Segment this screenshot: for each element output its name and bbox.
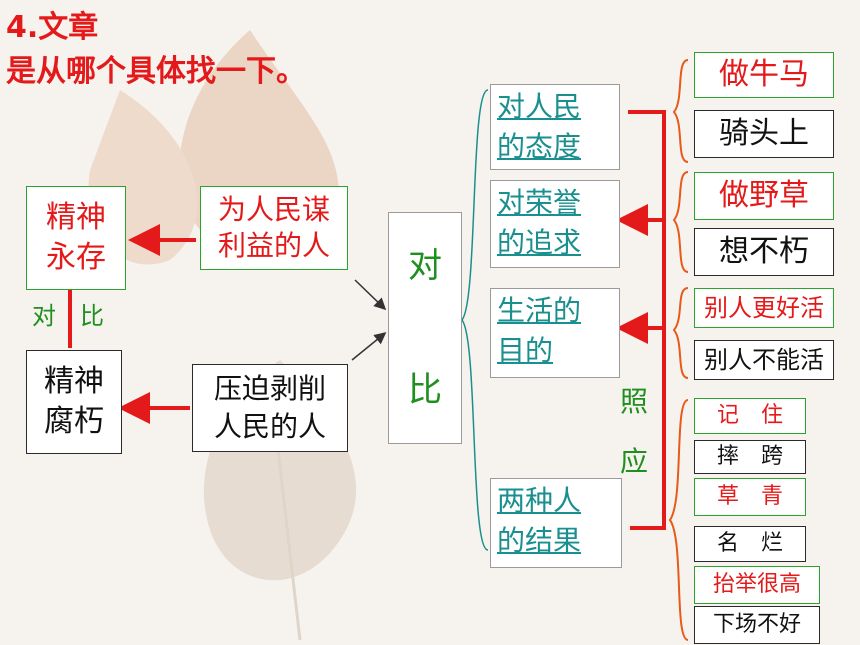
echo-bracket — [628, 110, 666, 530]
topic-results-line-2: 的结果 — [497, 524, 582, 557]
good-person-line-2: 利益的人 — [217, 229, 330, 262]
topic-honor-line-2: 的追求 — [497, 226, 582, 259]
good-result-line-1: 精神 — [46, 200, 106, 235]
arrow-into-center-upper — [354, 279, 387, 311]
brace-life — [672, 287, 689, 379]
bad-person-line-1: 压迫剥削 — [213, 372, 326, 405]
brace-honor — [672, 171, 689, 273]
good-result-line-2: 永存 — [46, 240, 106, 275]
honor-bad-box: 想不朽 — [694, 228, 834, 276]
heading-line-1: 4.文章 — [6, 10, 99, 45]
good-result-box: 精神 永存 — [26, 186, 126, 290]
topic-life-line-1: 生活的 — [497, 294, 582, 327]
topic-attitude-line-1: 对人民 — [497, 90, 582, 123]
life-good-box: 别人更好活 — [694, 288, 834, 328]
heading-line-2: 是从哪个具体找一下。 — [6, 54, 306, 89]
good-person-box: 为人民谋 利益的人 — [200, 186, 348, 270]
bad-result-box: 精神 腐朽 — [26, 350, 122, 454]
result-good-box-3: 抬举很高 — [694, 566, 820, 604]
topic-life-purpose[interactable]: 生活的 目的 — [490, 288, 620, 378]
center-brace — [461, 89, 489, 551]
topic-attitude[interactable]: 对人民 的态度 — [490, 84, 620, 170]
brace-results — [668, 399, 689, 641]
center-label-bottom: 比 — [408, 370, 442, 410]
attitude-bad-box: 骑头上 — [694, 110, 834, 158]
echo-label-bottom: 应 — [620, 445, 649, 478]
arrow-into-center-lower — [351, 332, 387, 361]
heading: 4.文章 是从哪个具体找一下。 — [6, 6, 856, 94]
topic-results[interactable]: 两种人 的结果 — [490, 478, 622, 568]
topic-results-line-1: 两种人 — [497, 484, 582, 517]
bad-person-line-2: 人民的人 — [213, 410, 326, 443]
result-good-box-2: 草 青 — [694, 478, 806, 516]
topic-honor[interactable]: 对荣誉 的追求 — [490, 180, 620, 268]
brace-attitude — [672, 59, 689, 163]
bad-result-line-1: 精神 — [44, 364, 104, 399]
bad-person-box: 压迫剥削 人民的人 — [192, 364, 348, 452]
topic-attitude-line-2: 的态度 — [497, 130, 582, 163]
topic-honor-line-1: 对荣誉 — [497, 186, 582, 219]
contrast-label-bi: 比 — [80, 302, 104, 330]
result-bad-box-1: 摔 跨 — [694, 440, 806, 474]
attitude-good-box: 做牛马 — [694, 52, 834, 98]
topic-life-line-2: 目的 — [497, 334, 554, 367]
result-bad-box-2: 名 烂 — [694, 526, 806, 562]
center-contrast-box: 对 比 — [388, 212, 462, 444]
echo-label-top: 照 — [620, 385, 649, 418]
result-bad-box-3: 下场不好 — [694, 606, 820, 644]
bad-result-line-2: 腐朽 — [44, 404, 104, 439]
contrast-label-dui: 对 — [32, 302, 56, 330]
center-label-top: 对 — [408, 246, 442, 286]
honor-good-box: 做野草 — [694, 172, 834, 220]
good-person-line-1: 为人民谋 — [217, 193, 330, 226]
result-good-box-1: 记 住 — [694, 398, 806, 434]
life-bad-box: 别人不能活 — [694, 340, 834, 380]
